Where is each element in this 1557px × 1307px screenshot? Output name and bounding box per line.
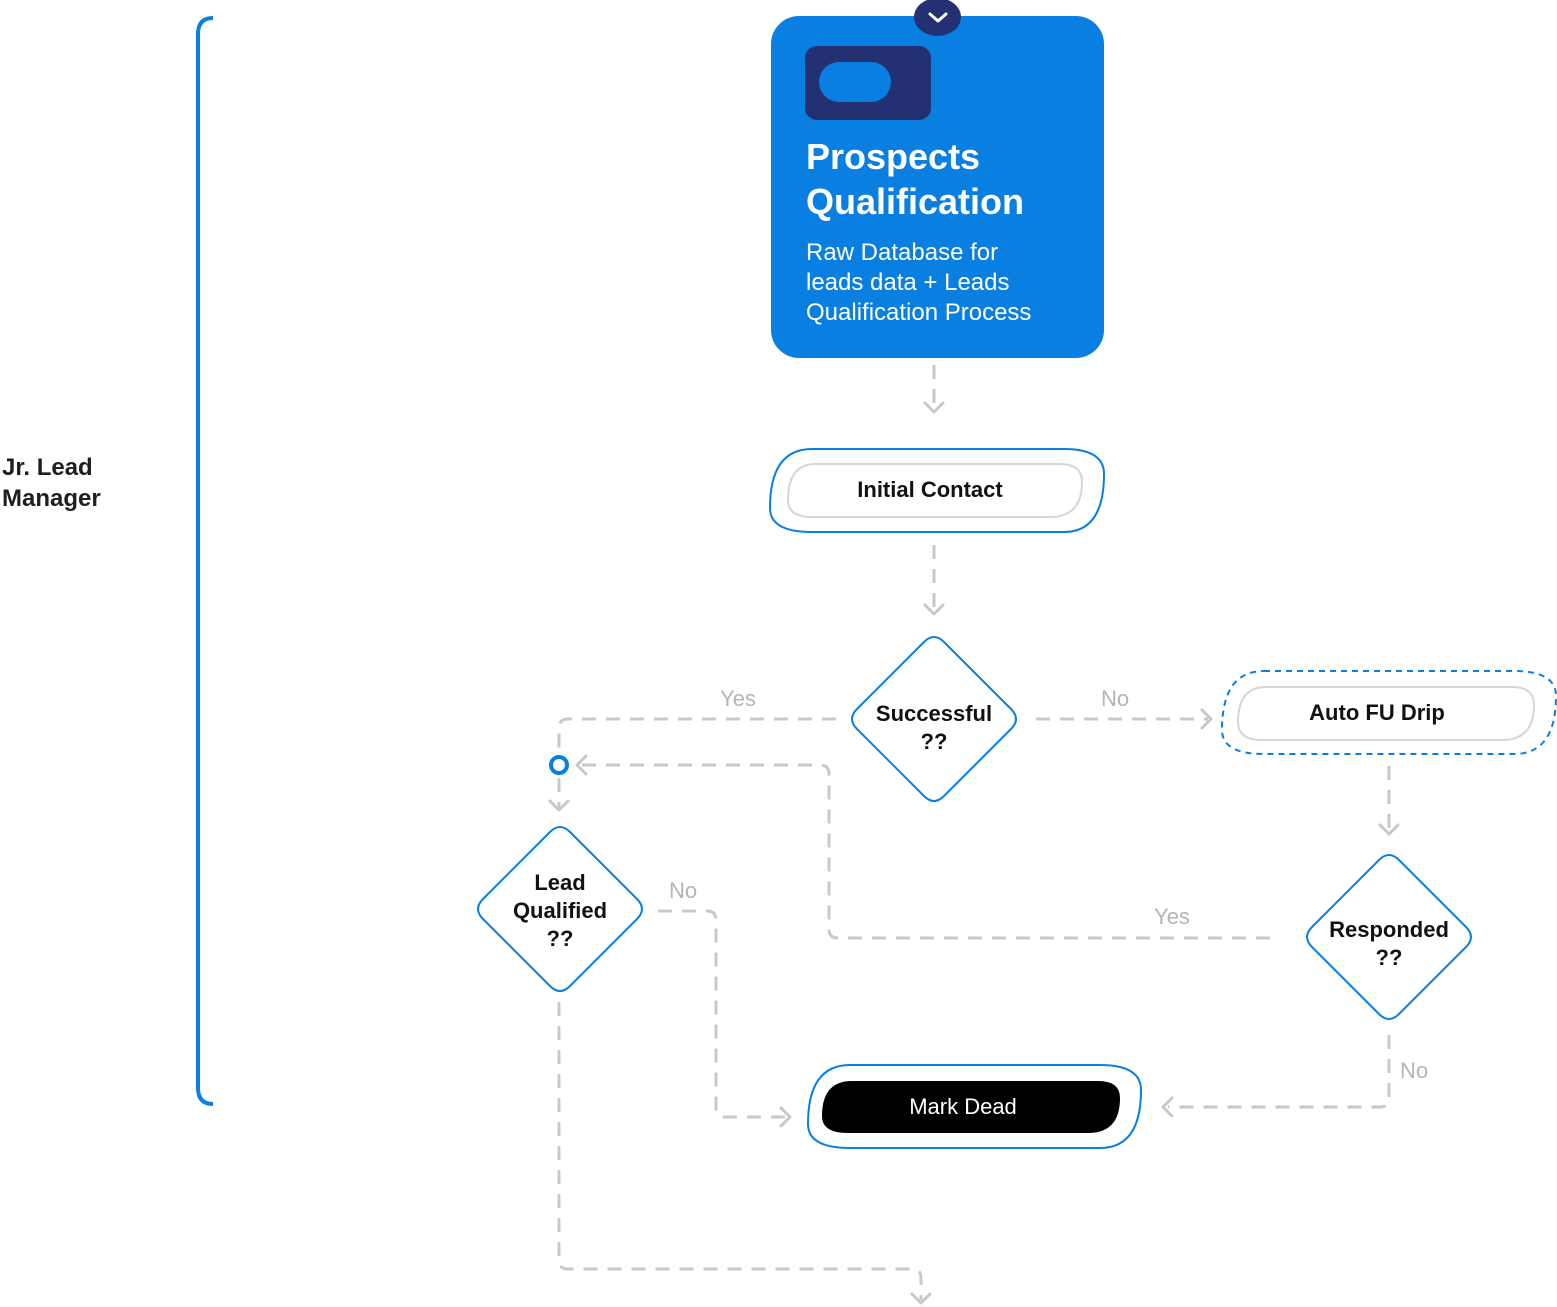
arrowhead-responded xyxy=(1378,823,1400,836)
responded-no-label: No xyxy=(1399,1058,1429,1083)
mark-dead-label: Mark Dead xyxy=(909,1094,1017,1119)
successful-diamond[interactable] xyxy=(851,636,1017,802)
arrowhead-mark-dead-right xyxy=(1161,1096,1174,1118)
card-title: Prospects Qualification xyxy=(806,136,1025,222)
card-description: Raw Database for leads data + Leads Qual… xyxy=(806,239,1032,326)
card-chip-inner xyxy=(819,62,891,102)
collapse-toggle[interactable] xyxy=(914,0,961,36)
edge-lead-qualified-no xyxy=(658,909,786,1119)
lead-qualified-label: Lead Qualified ?? xyxy=(512,870,608,951)
arrowhead-auto-fu xyxy=(1200,708,1213,730)
merge-junction xyxy=(549,755,569,775)
arrowhead-lead-qualified xyxy=(548,799,570,812)
responded-label: Responded ?? xyxy=(1329,917,1449,970)
responded-yes-label: Yes xyxy=(1154,904,1190,929)
arrowhead-initial-contact xyxy=(923,401,945,414)
auto-fu-drip-label: Auto FU Drip xyxy=(1309,700,1445,725)
lead-qualified-diamond[interactable] xyxy=(477,826,643,992)
arrowhead-successful xyxy=(923,603,945,616)
lead-qualified-no-label: No xyxy=(668,878,698,903)
initial-contact-node[interactable] xyxy=(768,448,1106,533)
arrowhead-mark-dead-left xyxy=(779,1106,792,1128)
chevron-down-icon xyxy=(928,12,948,23)
card-chip-icon xyxy=(805,46,931,120)
arrowhead-next-lane xyxy=(910,1292,932,1305)
successful-yes-label: Yes xyxy=(720,686,756,711)
edge-responded-yes xyxy=(580,763,1270,940)
arrowhead-junction xyxy=(575,754,588,776)
edge-lead-qualified-yes xyxy=(557,1002,923,1300)
successful-no-label: No xyxy=(1100,686,1130,711)
prospects-qualification-card[interactable]: Prospects Qualification Raw Database for… xyxy=(771,16,1104,358)
swimlane-label: Jr. Lead Manager xyxy=(2,454,101,512)
successful-label: Successful ?? xyxy=(875,701,993,754)
edge-successful-yes xyxy=(557,717,836,752)
edge-responded-no xyxy=(1168,1035,1391,1109)
initial-contact-label: Initial Contact xyxy=(857,477,1003,502)
mark-dead-node[interactable] xyxy=(806,1064,1143,1149)
responded-diamond[interactable] xyxy=(1306,854,1472,1020)
auto-fu-drip-node[interactable] xyxy=(1220,670,1557,755)
